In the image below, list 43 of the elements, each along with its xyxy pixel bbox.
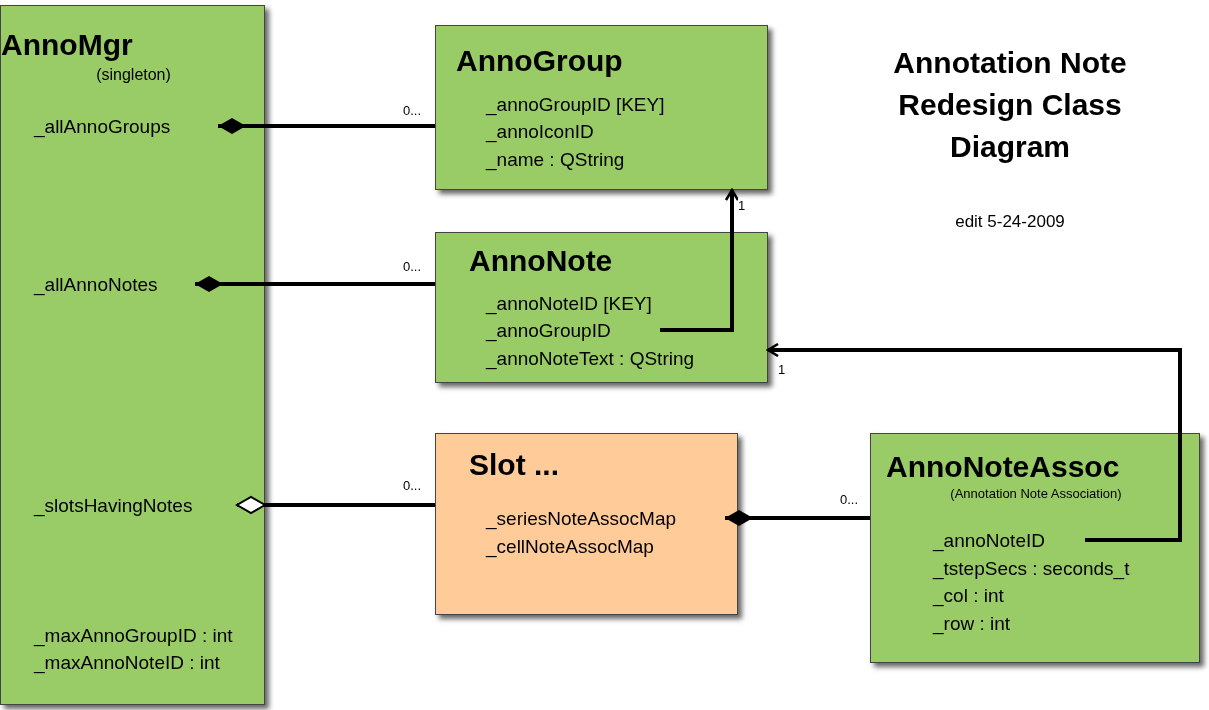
edit-date-note: edit 5-24-2009	[954, 212, 1066, 232]
attribute-text: _slotsHavingNotes	[34, 494, 238, 518]
association-line	[236, 496, 435, 514]
diagram-title: Annotation Note Redesign Class Diagram	[892, 45, 1128, 165]
class-name: AnnoMgr	[1, 27, 134, 63]
attribute-text: _annoNoteText : QString	[486, 347, 695, 371]
attribute-text: _name : QString	[486, 148, 625, 172]
class-box	[0, 5, 265, 705]
attribute-text: _annoGroupID [KEY]	[486, 93, 665, 117]
multiplicity-label: 1	[778, 362, 786, 377]
attribute-text: _maxAnnoGroupID : int	[34, 624, 233, 648]
attribute-text: _allAnnoGroups	[34, 115, 219, 139]
attribute-text: _maxAnnoNoteID : int	[34, 651, 220, 675]
association-line	[218, 118, 435, 134]
multiplicity-label: 0...	[403, 103, 422, 118]
class-name: AnnoNoteAssoc	[886, 449, 1120, 485]
multiplicity-label: 1	[738, 198, 746, 213]
multiplicity-label: 0...	[403, 478, 422, 493]
multiplicity-label: 0...	[840, 492, 859, 507]
attribute-text: _annoIconID	[486, 120, 594, 144]
class-note: (Annotation Note Association)	[949, 486, 1123, 502]
attribute-text: _annoGroupID	[486, 319, 661, 343]
attribute-text: _annoNoteID	[933, 529, 1086, 553]
class-box	[435, 433, 738, 615]
class-name: Slot ...	[469, 447, 559, 483]
class-name: AnnoGroup	[456, 43, 623, 79]
association-line	[195, 276, 435, 292]
association-line	[660, 188, 740, 332]
attribute-text: _row : int	[933, 612, 1011, 636]
attribute-text: _tstepSecs : seconds_t	[933, 557, 1130, 581]
attribute-text: _allAnnoNotes	[34, 273, 196, 297]
attribute-text: _annoNoteID [KEY]	[486, 292, 652, 316]
attribute-text: _seriesNoteAssocMap	[486, 507, 726, 531]
multiplicity-label: 0...	[403, 259, 422, 274]
attribute-text: _col : int	[933, 584, 1004, 608]
attribute-text: _cellNoteAssocMap	[486, 535, 654, 559]
class-note: (singleton)	[95, 65, 172, 85]
class-name: AnnoNote	[469, 243, 613, 279]
association-line	[766, 342, 1182, 542]
class-box	[870, 433, 1200, 663]
association-line	[725, 510, 870, 526]
class-box	[435, 25, 768, 190]
class-box	[435, 232, 768, 383]
